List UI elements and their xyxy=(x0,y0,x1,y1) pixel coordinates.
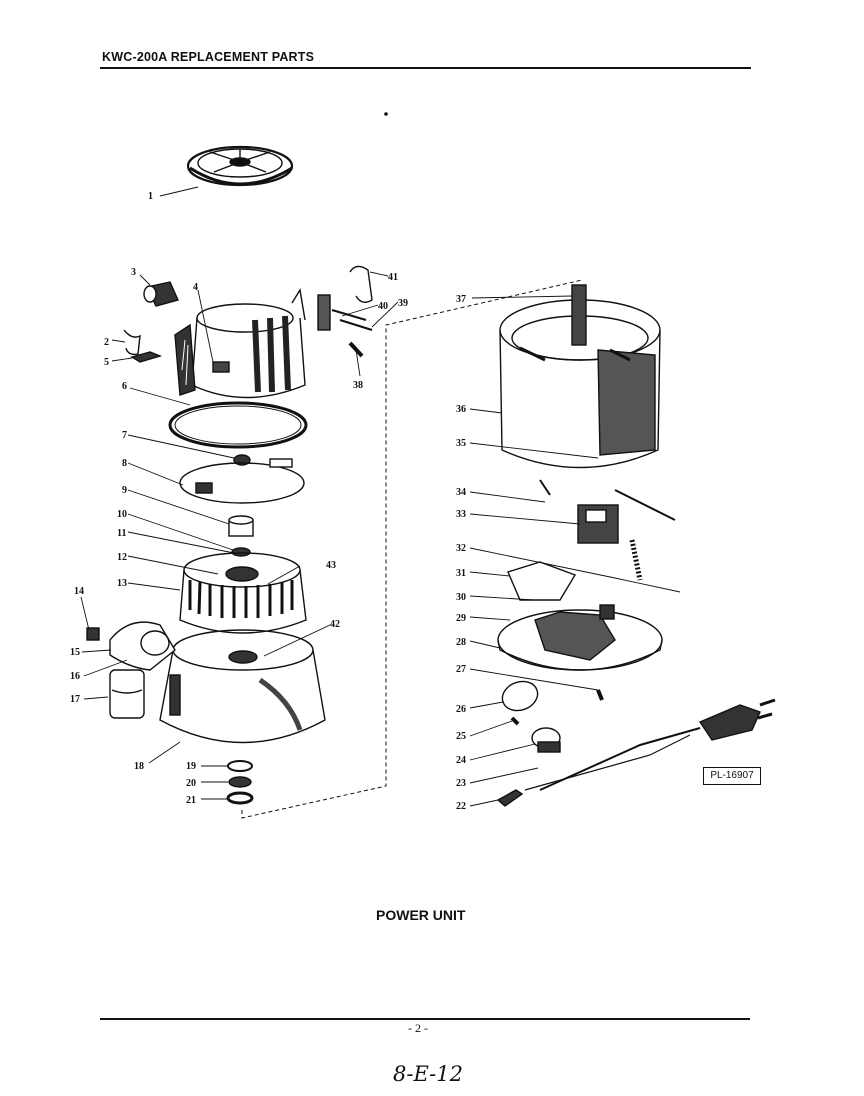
part-19-washer xyxy=(227,760,253,772)
part-34-leads xyxy=(539,479,676,521)
part-32-spring xyxy=(629,539,643,581)
part-27-screw xyxy=(596,689,604,701)
callout-19: 19 xyxy=(186,761,196,772)
callout-41: 41 xyxy=(388,272,398,283)
callout-15: 15 xyxy=(70,647,80,658)
part-16-elbow xyxy=(109,621,176,671)
part-9-bushing xyxy=(228,515,254,537)
callout-21: 21 xyxy=(186,795,196,806)
callout-20: 20 xyxy=(186,778,196,789)
part-23-power-cord xyxy=(524,698,776,791)
part-20-washer xyxy=(228,776,252,788)
header-divider xyxy=(100,67,751,69)
callout-14: 14 xyxy=(74,586,84,597)
callout-34: 34 xyxy=(456,487,466,498)
part-3-fitting xyxy=(143,281,179,307)
page-title: KWC-200A REPLACEMENT PARTS xyxy=(102,50,315,64)
callout-8: 8 xyxy=(122,458,127,469)
callout-31: 31 xyxy=(456,568,466,579)
callout-38: 38 xyxy=(353,380,363,391)
callout-32: 32 xyxy=(456,543,466,554)
callout-33: 33 xyxy=(456,509,466,520)
callout-18: 18 xyxy=(134,761,144,772)
part-8-plate xyxy=(179,458,305,504)
part-13-stator-cage xyxy=(179,552,307,634)
callout-28: 28 xyxy=(456,637,466,648)
callout-25: 25 xyxy=(456,731,466,742)
callout-12: 12 xyxy=(117,552,127,563)
callout-42: 42 xyxy=(330,619,340,630)
diagram-title: POWER UNIT xyxy=(376,907,466,923)
callout-30: 30 xyxy=(456,592,466,603)
callout-40: 40 xyxy=(378,301,388,312)
callout-4: 4 xyxy=(193,282,198,293)
reference-number: PL-16907 xyxy=(703,767,761,785)
part-22-clamp xyxy=(496,789,524,807)
callout-labels: 1 2 3 4 5 6 7 8 9 10 11 12 13 14 15 16 1… xyxy=(70,191,466,812)
callout-24: 24 xyxy=(456,755,466,766)
footer-divider xyxy=(100,1018,750,1020)
part-2-clip xyxy=(123,329,141,356)
part-36-motor-cylinder xyxy=(499,284,661,469)
part-33-switch xyxy=(577,504,619,544)
callout-leaders xyxy=(80,186,681,807)
handwritten-note: 8-E-12 xyxy=(393,1062,463,1086)
part-24-switch xyxy=(531,727,561,753)
callout-23: 23 xyxy=(456,778,466,789)
part-26-pad xyxy=(501,680,539,712)
callout-43: 43 xyxy=(326,560,336,571)
callout-17: 17 xyxy=(70,694,80,705)
callout-13: 13 xyxy=(117,578,127,589)
callout-3: 3 xyxy=(131,267,136,278)
callout-35: 35 xyxy=(456,438,466,449)
upper-motor-housing xyxy=(174,288,306,399)
callout-1: 1 xyxy=(148,191,153,202)
part-5-screw xyxy=(130,351,163,363)
part-17-capacitor xyxy=(109,669,145,719)
callout-29: 29 xyxy=(456,613,466,624)
callout-37: 37 xyxy=(456,294,466,305)
callout-9: 9 xyxy=(122,485,127,496)
callout-16: 16 xyxy=(70,671,80,682)
callout-27: 27 xyxy=(456,664,466,675)
part-14-screw xyxy=(86,627,100,641)
part-25-screw xyxy=(510,716,520,726)
callout-36: 36 xyxy=(456,404,466,415)
part-21-washer xyxy=(226,791,254,805)
callout-5: 5 xyxy=(104,357,109,368)
callout-26: 26 xyxy=(456,704,466,715)
part-11-washer xyxy=(231,547,251,557)
part-31-cover xyxy=(507,561,577,601)
page-number: - 2 - xyxy=(408,1021,428,1035)
part-18-lower-housing xyxy=(159,629,326,744)
callout-7: 7 xyxy=(122,430,127,441)
callout-11: 11 xyxy=(117,528,126,539)
callout-6: 6 xyxy=(122,381,127,392)
callout-10: 10 xyxy=(117,509,127,520)
callout-39: 39 xyxy=(398,298,408,309)
part-28-base-plate xyxy=(497,604,663,671)
part-1-fan-disc xyxy=(186,145,294,187)
parts-38-41-brackets xyxy=(317,265,373,358)
callout-22: 22 xyxy=(456,801,466,812)
part-6-gasket xyxy=(168,401,308,449)
callout-2: 2 xyxy=(104,337,109,348)
